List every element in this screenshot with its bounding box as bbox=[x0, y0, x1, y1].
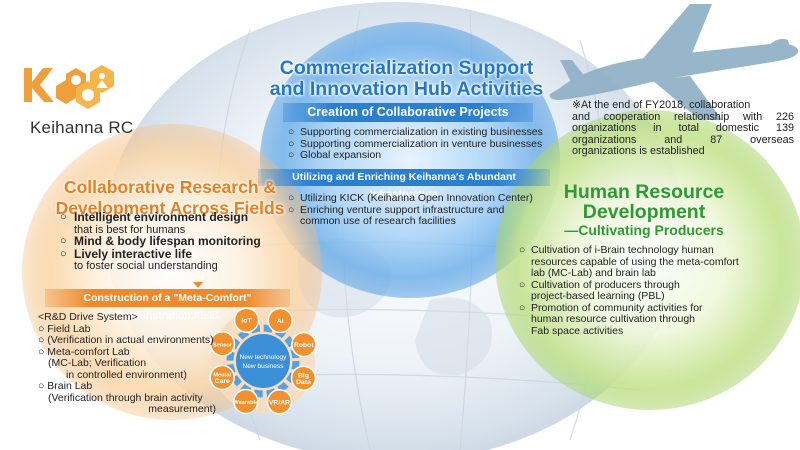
innovation-wheel bbox=[211, 309, 315, 413]
wheel-node-label: IoT bbox=[241, 318, 252, 325]
wheel-node bbox=[291, 331, 317, 358]
bullet-icon: ○ bbox=[60, 247, 67, 260]
list-item: ○Utilizing KICK (Keihanna Open Innovatio… bbox=[288, 192, 533, 204]
wheel-node bbox=[209, 331, 236, 357]
green-circle bbox=[495, 110, 800, 410]
human-resource-title-line2: Development bbox=[582, 201, 706, 223]
logo-mark bbox=[24, 65, 114, 109]
bullet-icon: ○ bbox=[38, 334, 45, 346]
bullet-icon: ○ bbox=[38, 345, 45, 358]
list-item: ○Enriching venture support infrastructur… bbox=[288, 203, 505, 227]
human-resource-subtitle: —Cultivating Producers bbox=[564, 222, 724, 238]
logo-text: Keihanna RC bbox=[30, 118, 134, 137]
wheel-node bbox=[209, 364, 235, 391]
commercialization-title-line2: and Innovation Hub Activities bbox=[269, 78, 544, 100]
meta-comfort-band: Construction of a "Meta-Comfort" Demonst… bbox=[45, 289, 290, 322]
wheel-node-label: Robot bbox=[294, 342, 314, 349]
rd-title: <R&D Drive System> bbox=[38, 311, 138, 323]
bullet-icon: ○ bbox=[288, 126, 295, 138]
collaborative-projects-band: Creation of Collaborative Projects bbox=[283, 103, 533, 122]
bullet-icon: ○ bbox=[38, 380, 45, 392]
wheel-node bbox=[267, 307, 293, 334]
airplane-icon bbox=[549, 4, 799, 120]
list-item: ○ (Verification in actual environments) bbox=[38, 334, 214, 346]
wheel-node bbox=[290, 365, 317, 391]
bullet-icon: ○ bbox=[288, 203, 295, 216]
wheel-node-label: Big bbox=[298, 372, 309, 379]
wheel-node bbox=[233, 307, 260, 333]
list-item: ○Mind & body lifespan monitoring bbox=[60, 234, 261, 248]
wheel-node-label: Mental bbox=[213, 373, 231, 379]
infrastructure-list: ○Utilizing KICK (Keihanna Open Innovatio… bbox=[288, 192, 548, 228]
wheel-center-label: New technology bbox=[240, 354, 288, 361]
wheel-node-label: Wearable bbox=[233, 400, 258, 406]
list-item: ○ Meta-comfort Lab bbox=[38, 345, 130, 358]
bullet-icon: ○ bbox=[288, 149, 295, 161]
collaborative-research-title-line2: Development Across Fields bbox=[55, 198, 285, 218]
wheel-center-label: New business bbox=[242, 363, 284, 370]
bullet-icon: ○ bbox=[288, 192, 295, 204]
bullet-icon: ○ bbox=[519, 301, 526, 314]
collaboration-note: ※At the end of FY2018, collaboration and… bbox=[572, 99, 794, 157]
human-resource-list: ○Cultivation of i-Brain technology human… bbox=[519, 244, 754, 337]
list-item: ○ Field Lab bbox=[38, 322, 91, 335]
wheel-node-label: Data bbox=[296, 379, 311, 386]
collaborative-projects-list: ○Supporting commercialization in existin… bbox=[288, 126, 548, 162]
bullet-icon: ○ bbox=[288, 137, 295, 150]
list-item: ○Supporting commercialization in existin… bbox=[288, 126, 543, 138]
list-item: ○Cultivation of i-Brain technology human… bbox=[519, 244, 739, 279]
bullet-icon: ○ bbox=[38, 322, 45, 335]
wheel-node bbox=[233, 388, 259, 415]
bullet-icon: ○ bbox=[60, 235, 67, 247]
wheel-node bbox=[266, 389, 293, 415]
rd-drive-system: <R&D Drive System> ○ Field Lab ○ (Verifi… bbox=[38, 311, 228, 416]
commercialization-title: Commercialization Support and Innovation… bbox=[254, 58, 559, 100]
infrastructure-band: Utilizing and Enriching Keihanna's Abund… bbox=[258, 169, 550, 200]
human-resource-title: Human Resource Development —Cultivating … bbox=[540, 182, 748, 239]
collaborative-research-title: Collaborative Research & Development Acr… bbox=[50, 177, 290, 219]
wheel-node-label: AI bbox=[277, 318, 284, 325]
bullet-icon: ○ bbox=[519, 278, 526, 291]
list-item: ○ Brain Lab bbox=[38, 380, 93, 392]
human-resource-title-line1: Human Resource bbox=[563, 181, 725, 203]
collaborative-research-title-line1: Collaborative Research & bbox=[63, 177, 277, 197]
bullet-icon: ○ bbox=[60, 211, 67, 223]
commercialization-title-line1: Commercialization Support bbox=[279, 57, 534, 79]
blue-circle bbox=[260, 22, 560, 298]
down-arrow-icon bbox=[193, 282, 203, 288]
list-item: ○Global expansion bbox=[288, 149, 382, 161]
wheel-node-label: VR/AR bbox=[269, 399, 290, 406]
wheel-node-label: Care bbox=[215, 378, 230, 385]
bullet-icon: ○ bbox=[519, 244, 526, 256]
list-item: ○Supporting commercialization in venture… bbox=[288, 137, 543, 150]
wheel-node-label: Sensor bbox=[213, 342, 233, 348]
